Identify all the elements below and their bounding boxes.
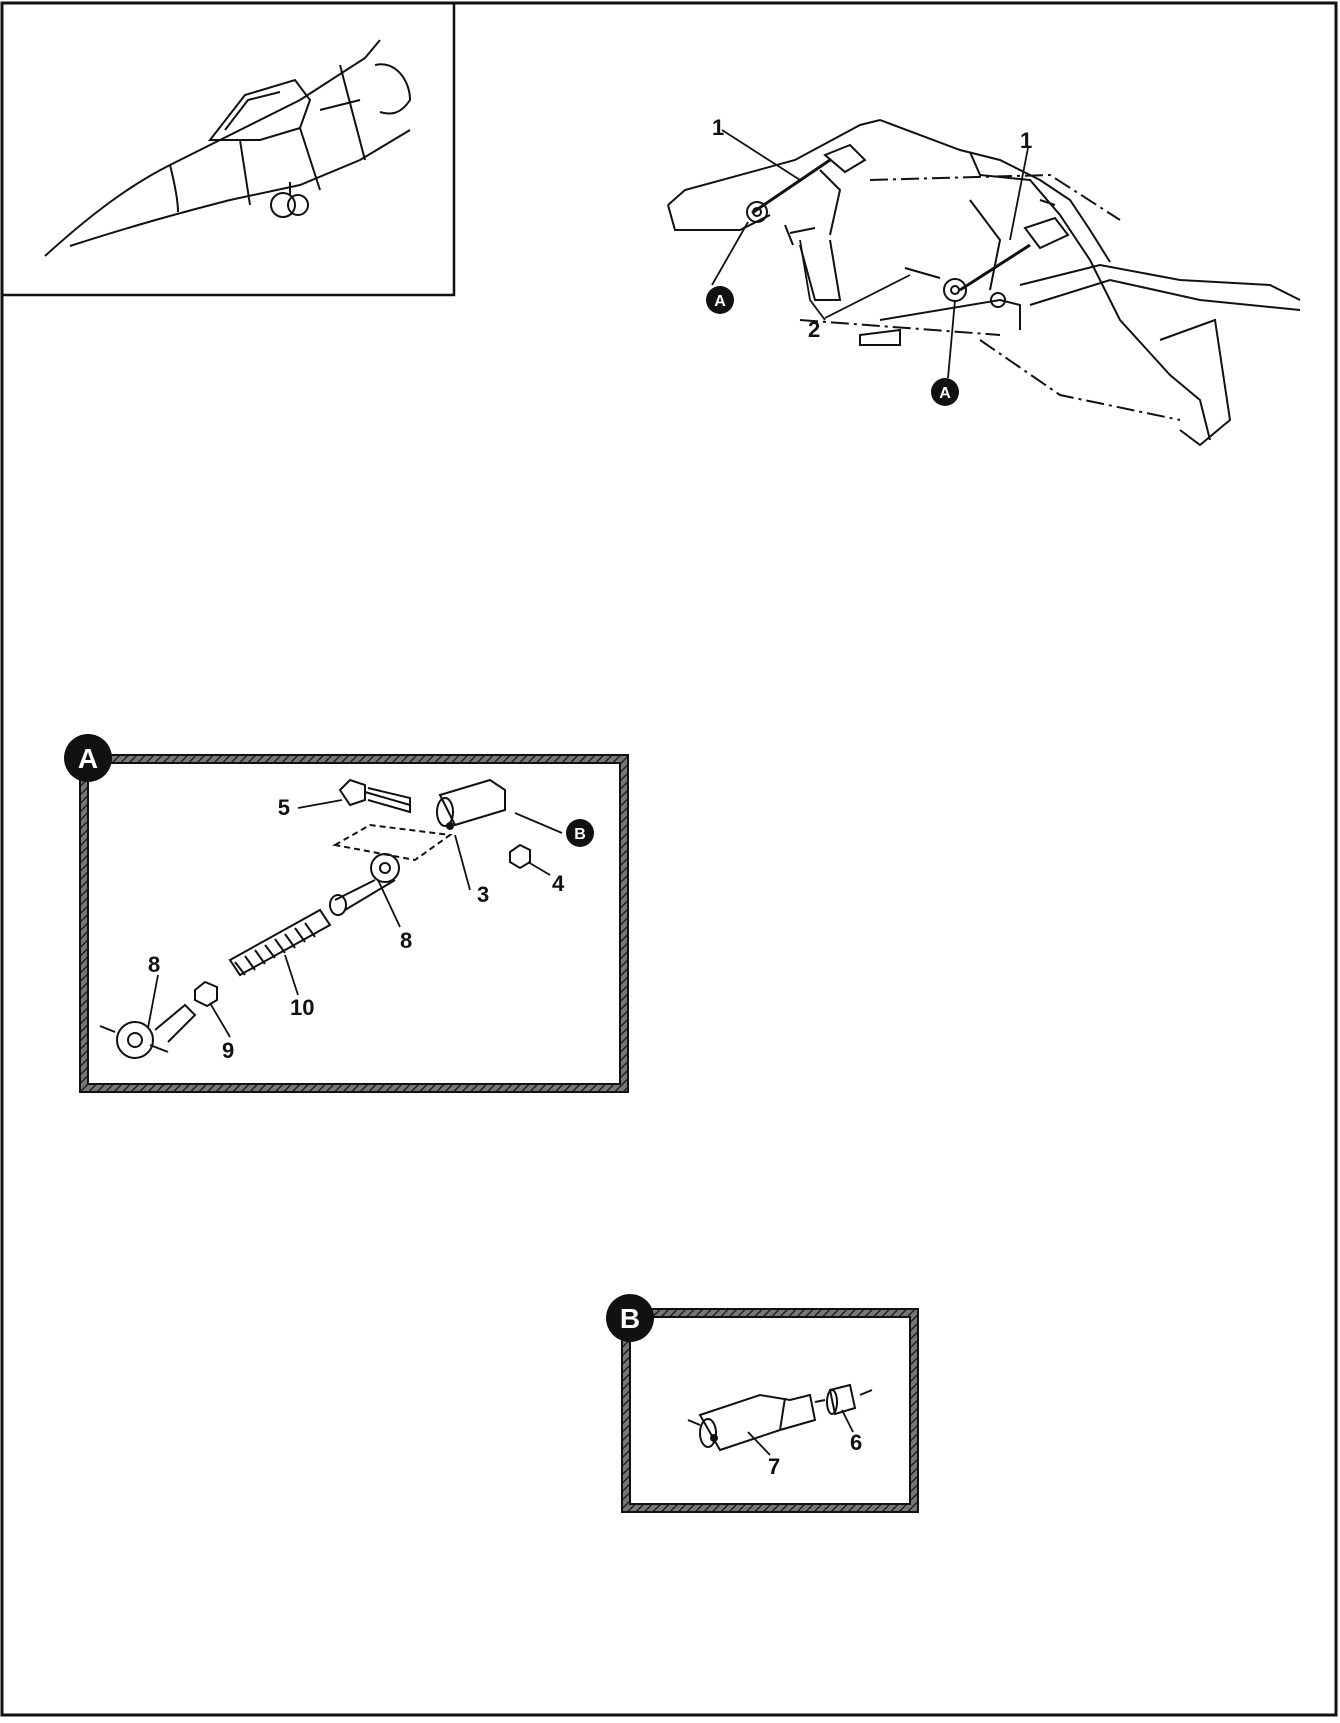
detail-a-badge: A xyxy=(78,743,98,774)
detail-a-leaders xyxy=(147,799,563,1038)
detail-b-parts xyxy=(687,1383,873,1452)
callout-2: 2 xyxy=(808,317,820,342)
detail-a-parts xyxy=(99,778,531,1059)
callout-10: 10 xyxy=(290,995,314,1020)
callout-5: 5 xyxy=(278,795,290,820)
detail-b-panel: B 7 6 xyxy=(606,1294,919,1513)
callout-6: 6 xyxy=(850,1430,862,1455)
main-installation-view xyxy=(667,118,1301,447)
callout-8-upper: 8 xyxy=(400,928,412,953)
callout-8-lower: 8 xyxy=(148,952,160,977)
detail-a-marker-left-label: A xyxy=(714,293,726,310)
callout-1-right: 1 xyxy=(1020,128,1032,153)
aircraft-locator-inset xyxy=(2,3,456,297)
detail-b-reference: B xyxy=(566,819,594,847)
callout-4: 4 xyxy=(552,871,565,896)
main-view-leaders xyxy=(711,129,1029,379)
detail-a-marker-right-label: A xyxy=(939,385,951,402)
detail-a-marker-left: A xyxy=(706,286,734,314)
detail-a-marker-right: A xyxy=(931,378,959,406)
detail-b-leaders xyxy=(747,1409,854,1456)
callout-9: 9 xyxy=(222,1038,234,1063)
callout-3: 3 xyxy=(477,882,489,907)
callout-1-left: 1 xyxy=(712,115,724,140)
callout-7: 7 xyxy=(768,1454,780,1479)
detail-a-panel: A xyxy=(64,734,629,1093)
detail-b-badge: B xyxy=(620,1303,640,1334)
detail-b-reference-label: B xyxy=(574,826,586,843)
